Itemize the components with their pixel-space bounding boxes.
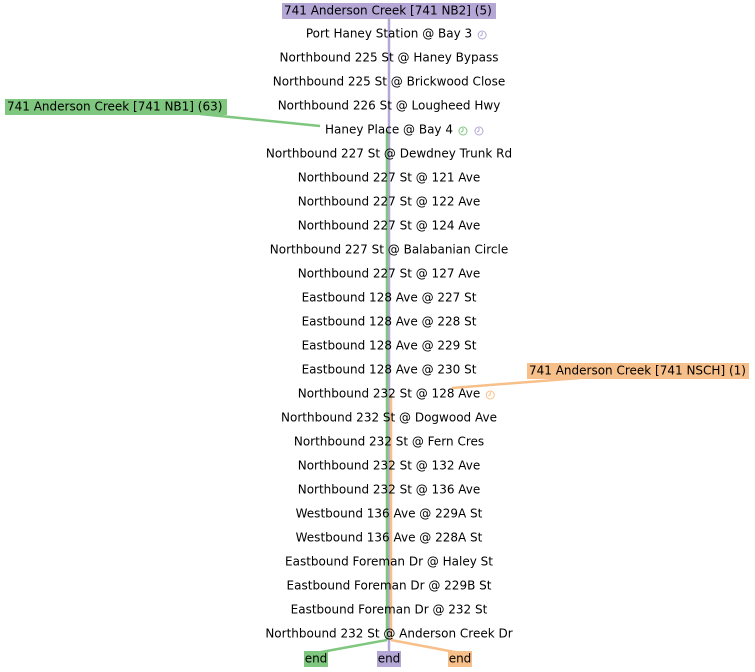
end-badge-bg-nsch (448, 651, 472, 667)
stop-label: Westbound 136 Ave @ 228A St (296, 531, 483, 545)
stop-label: Northbound 232 St @ Dogwood Ave (281, 411, 497, 425)
end-connector-nsch (390, 638, 461, 655)
stop-label: Port Haney Station @ Bay 3 (306, 27, 472, 41)
stop-label: Eastbound 128 Ave @ 227 St (302, 291, 477, 305)
end-label-nb2: end (378, 652, 401, 666)
clock-icon (477, 30, 487, 40)
stop-label: Eastbound Foreman Dr @ 229B St (287, 579, 492, 593)
route-connector-nb1 (199, 112, 321, 128)
stop-label: Northbound 232 St @ Fern Cres (294, 435, 484, 449)
stop-label: Northbound 226 St @ Lougheed Hwy (278, 99, 501, 113)
route-tag-bg-nb1 (5, 99, 227, 115)
end-connector-nb1 (315, 638, 388, 655)
route-labels: 741 Anderson Creek [741 NB2] (5) 741 Ande… (5, 3, 749, 379)
clock-icon (485, 390, 495, 400)
stop-label: Northbound 227 St @ Dewdney Trunk Rd (266, 147, 512, 161)
stop-label: Northbound 227 St @ 121 Ave (298, 171, 481, 185)
stop-label: Northbound 232 St @ Anderson Creek Dr (265, 627, 512, 641)
stop-label: Northbound 227 St @ 122 Ave (298, 195, 481, 209)
stop-label: Eastbound 128 Ave @ 228 St (302, 315, 477, 329)
stop-label: Eastbound Foreman Dr @ 232 St (291, 603, 488, 617)
stop-label: Westbound 136 Ave @ 229A St (296, 507, 483, 521)
route-tag-bg-nsch (527, 363, 749, 379)
stop-label: Northbound 225 St @ Haney Bypass (280, 51, 499, 65)
stop-label: Northbound 225 St @ Brickwood Close (273, 75, 506, 89)
stop-label: Northbound 232 St @ 128 Ave (298, 387, 481, 401)
stop-label: Northbound 227 St @ Balabanian Circle (270, 243, 509, 257)
stop-label: Haney Place @ Bay 4 (325, 123, 453, 137)
route-lines (199, 18, 581, 655)
clock-icon (458, 126, 468, 136)
route-tag-nb1: 741 Anderson Creek [741 NB1] (63) (7, 100, 222, 114)
end-label-nsch: end (449, 652, 472, 666)
route-connector-nsch (451, 376, 581, 390)
stop-label: Northbound 232 St @ 136 Ave (298, 483, 481, 497)
stop-label: Northbound 227 St @ 127 Ave (298, 267, 481, 281)
route-tag-bg-nb2 (282, 3, 496, 19)
end-labels: end end end (304, 651, 472, 667)
route-tag-nsch: 741 Anderson Creek [741 NSCH] (1) (529, 364, 746, 378)
clock-icon (474, 126, 484, 136)
stop-label: Eastbound 128 Ave @ 230 St (302, 363, 477, 377)
stop-label: Northbound 232 St @ 132 Ave (298, 459, 481, 473)
stop-label: Northbound 227 St @ 124 Ave (298, 219, 481, 233)
stop-list: Port Haney Station @ Bay 3 Northbound 225… (265, 27, 512, 641)
end-badge-bg-nb2 (377, 651, 401, 667)
end-badge-bg-nb1 (304, 651, 328, 667)
stop-label: Eastbound Foreman Dr @ Haley St (285, 555, 493, 569)
stop-label: Eastbound 128 Ave @ 229 St (302, 339, 477, 353)
route-tag-nb2: 741 Anderson Creek [741 NB2] (5) (284, 4, 492, 18)
end-label-nb1: end (305, 652, 328, 666)
